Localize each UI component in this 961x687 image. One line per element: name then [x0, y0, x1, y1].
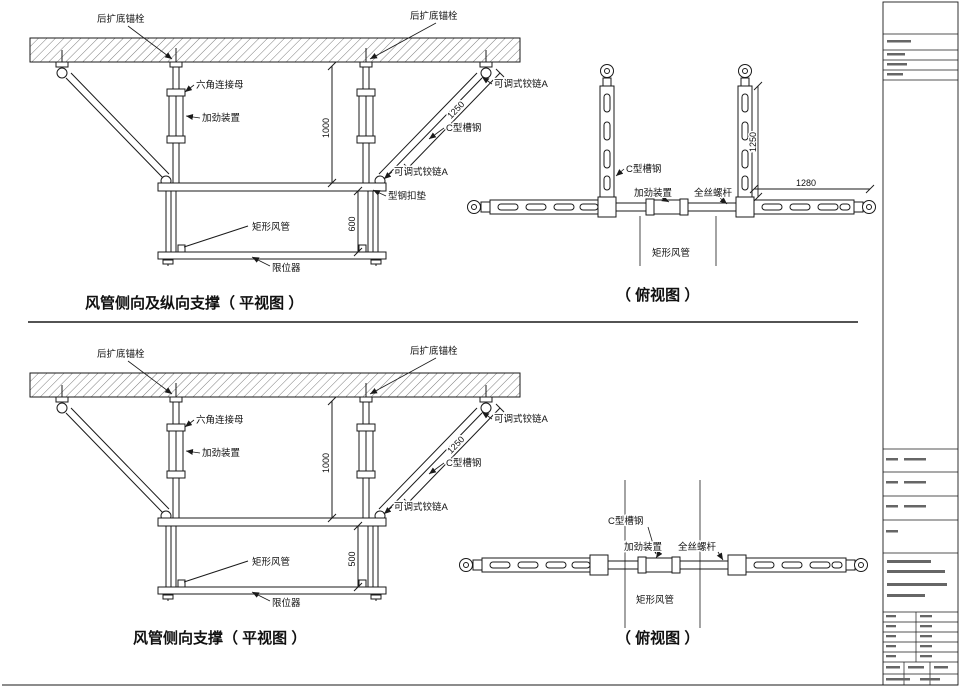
- dim-duct-height: 500: [347, 551, 357, 566]
- dim-brace-length: 1250: [748, 132, 758, 152]
- top-plan-view: C型槽钢 加劲装置 全丝螺杆 矩形风管 1250 1280 （ 俯视图 ）: [467, 64, 876, 306]
- label-stiffener: 加劲装置: [624, 541, 662, 553]
- label-hex-nut: 六角连接母: [196, 79, 244, 91]
- threaded-rod-assembly: [459, 554, 868, 576]
- threaded-rod-assembly: [467, 196, 876, 218]
- caption-bottom-elevation: 风管侧向支撑（ 平视图 ）: [133, 629, 306, 647]
- label-steel-pad: 型钢扣垫: [388, 190, 427, 202]
- label-anchor-right: 后扩底锚栓: [410, 10, 458, 22]
- dim-hanger-length: 1000: [321, 453, 331, 473]
- label-c-channel: C型槽钢: [446, 122, 481, 134]
- bottom-plan-view: C型槽钢 加劲装置 全丝螺杆 矩形风管 （ 俯视图 ）: [459, 480, 868, 649]
- duct-extent-lines: [624, 480, 701, 628]
- label-limiter: 限位器: [272, 262, 301, 274]
- label-hinge-bottom: 可调式铰链A: [394, 166, 449, 178]
- label-threaded-rod: 全丝螺杆: [678, 541, 717, 553]
- dim-duct-height: 600: [347, 216, 357, 231]
- duct-extent-lines: [639, 216, 717, 266]
- label-hex-nut: 六角连接母: [196, 414, 244, 426]
- label-c-channel: C型槽钢: [608, 515, 643, 527]
- caption-bottom-plan: （ 俯视图 ）: [616, 629, 699, 647]
- label-c-channel: C型槽钢: [446, 457, 481, 469]
- leader-lines: [127, 22, 493, 267]
- label-hinge-top: 可调式铰链A: [494, 78, 549, 90]
- title-block-grid: [883, 33, 958, 685]
- label-threaded-rod: 全丝螺杆: [694, 187, 733, 199]
- top-elevation-view: 后扩底锚栓 后扩底锚栓 六角连接母 加劲装置 可调式铰链A C型槽钢 可调式铰链…: [29, 9, 550, 314]
- label-duct: 矩形风管: [252, 556, 290, 568]
- caption-top-elevation: 风管侧向及纵向支撑（ 平视图 ）: [85, 294, 303, 312]
- label-stiffener: 加劲装置: [202, 447, 240, 459]
- bottom-elevation-view: 后扩底锚栓 后扩底锚栓 六角连接母 加劲装置 可调式铰链A C型槽钢 可调式铰链…: [29, 344, 550, 649]
- caption-top-plan: （ 俯视图 ）: [616, 286, 699, 304]
- label-stiffener: 加劲装置: [634, 187, 672, 199]
- label-duct: 矩形风管: [636, 594, 674, 606]
- leader-lines: [127, 357, 493, 602]
- label-hinge-bottom: 可调式铰链A: [394, 501, 449, 513]
- leader-lines: [615, 168, 728, 205]
- leader-lines: [647, 526, 724, 561]
- label-duct: 矩形风管: [252, 221, 290, 233]
- dim-rod-length: 1280: [796, 178, 816, 188]
- plan-vertical-channels: [599, 64, 753, 198]
- label-anchor-right: 后扩底锚栓: [410, 345, 458, 357]
- label-anchor-left: 后扩底锚栓: [97, 13, 145, 25]
- dim-hanger-length: 1000: [321, 118, 331, 138]
- plan-dimension-lines: [749, 81, 875, 202]
- label-duct: 矩形风管: [652, 247, 690, 259]
- label-anchor-left: 后扩底锚栓: [97, 348, 145, 360]
- label-hinge-top: 可调式铰链A: [494, 413, 549, 425]
- label-limiter: 限位器: [272, 597, 301, 609]
- titleblock-text-placeholders: [886, 40, 948, 681]
- label-stiffener: 加劲装置: [202, 112, 240, 124]
- label-c-channel: C型槽钢: [626, 163, 661, 175]
